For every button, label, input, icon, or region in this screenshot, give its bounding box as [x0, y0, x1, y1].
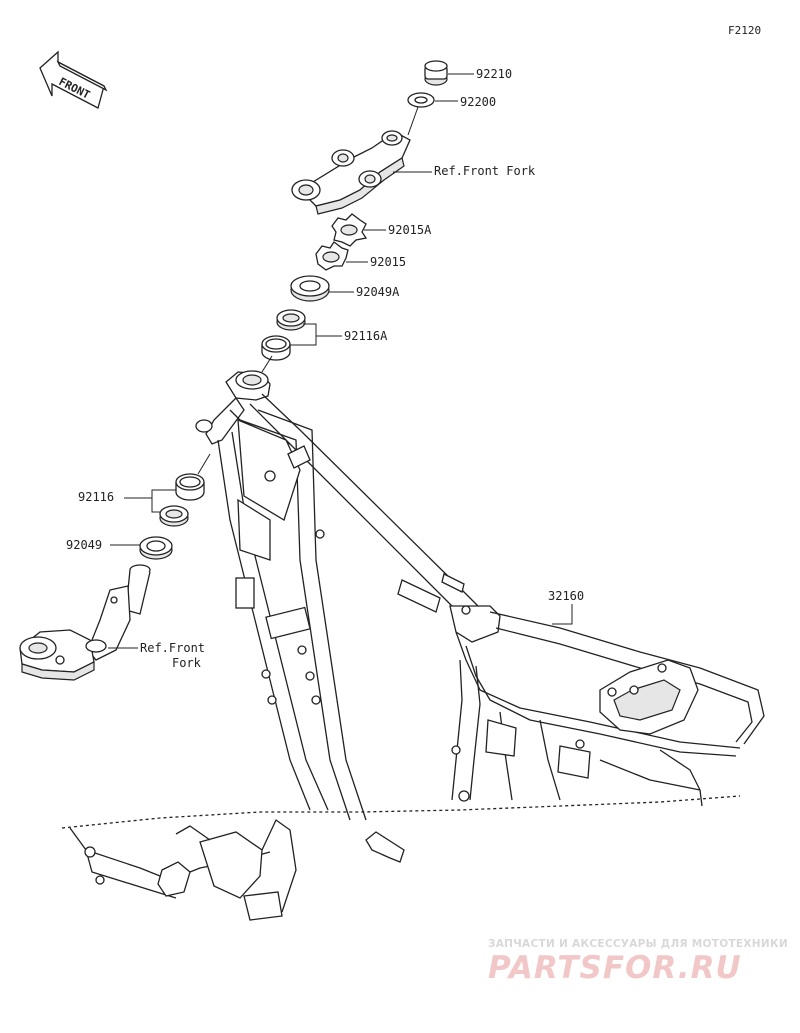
label-92015A: 92015A [388, 223, 432, 237]
front-arrow-icon: FRONT [39, 50, 108, 109]
part-92200-washer [407, 92, 435, 108]
label-92049: 92049 [66, 538, 103, 552]
watermark-logo: PARTSFOR.RU [488, 950, 742, 986]
label-92116: 92116 [78, 490, 115, 504]
leader-32160 [552, 604, 573, 625]
label-92015: 92015 [370, 255, 407, 269]
label-92210: 92210 [476, 67, 513, 81]
label-ref-front-fork-bottom-1: Ref.Front [140, 641, 206, 655]
label-92049A: 92049A [356, 285, 400, 299]
part-92015A-lockwasher [331, 213, 368, 247]
part-92049A-seal [290, 275, 330, 302]
part-92210-nut [424, 60, 448, 86]
leader-92116 [151, 489, 176, 513]
figure-code: F2120 [728, 24, 762, 37]
leader-92200-clamp [407, 106, 419, 136]
watermark-tagline: ЗАПЧАСТИ И АКСЕССУАРЫ ДЛЯ МОТОТЕХНИКИ [488, 938, 788, 950]
label-32160: 32160 [548, 589, 585, 603]
steering-stem-lower-clamp [19, 564, 151, 681]
frame-32160 [61, 370, 765, 921]
part-92015-nut [315, 241, 349, 271]
label-92116A: 92116A [344, 329, 388, 343]
part-92049-seal [139, 536, 173, 560]
leader-92116A [290, 323, 317, 346]
leader-92116A-to-frame [261, 355, 273, 373]
label-ref-front-fork-bottom-2: Fork [172, 656, 201, 670]
part-92116-bearing [159, 473, 205, 527]
upper-triple-clamp [291, 130, 411, 215]
leader-92116-to-frame [197, 453, 211, 475]
label-92200: 92200 [460, 95, 497, 109]
part-92116A-bearing [261, 309, 306, 361]
label-ref-front-fork-top: Ref.Front Fork [434, 164, 536, 178]
